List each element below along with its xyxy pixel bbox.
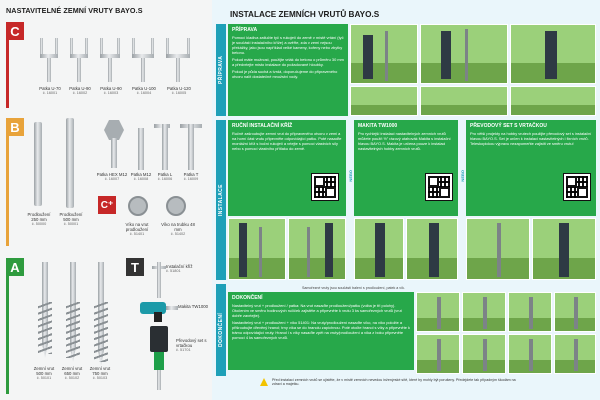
cap-tube-icon <box>166 196 186 216</box>
product-title: NASTAVITELNÉ ZEMNÍ VRUTY BAYO.S <box>6 6 143 15</box>
finish-photo <box>508 334 552 374</box>
method-gear-set-box: PŘEVODOVÝ SET S VRTAČKOU Pro větší proje… <box>466 120 596 216</box>
nebo-label: NEBO <box>348 170 353 182</box>
installation-cross-icon <box>152 262 166 298</box>
prep-photo-5 <box>420 86 508 116</box>
section-b-badge: B <box>6 118 24 136</box>
section-b-strip <box>6 136 9 246</box>
install-photo <box>466 218 530 280</box>
prep-photo-6 <box>510 86 596 116</box>
install-photo <box>354 218 404 280</box>
u90b-bracket-icon <box>100 38 120 82</box>
u70-bracket-icon <box>40 38 58 82</box>
method-makita-box: MAKITA TW1000 Pro rychlejší instalaci na… <box>354 120 458 216</box>
finish-photo <box>462 334 506 374</box>
prep-photo-3 <box>510 24 596 84</box>
section-c-strip <box>6 40 9 108</box>
side-label-prep: PŘÍPRAVA <box>216 24 226 116</box>
install-photo <box>288 218 346 280</box>
finish-note: Samořezné vruty jsou součástí balení s p… <box>302 286 405 290</box>
cap-extension-icon <box>128 196 148 216</box>
t-foot-icon <box>180 124 204 170</box>
l-foot-icon <box>154 124 176 170</box>
m12-foot-icon <box>132 128 150 170</box>
qr-code-icon[interactable] <box>563 173 591 201</box>
qr-code-icon[interactable] <box>425 173 453 201</box>
finish-photo <box>508 292 552 332</box>
method-manual-box: RUČNÍ INSTALAČNÍ KŘÍŽ Ručně zašroubujte … <box>228 120 346 216</box>
extension-250-icon <box>34 122 42 206</box>
finish-photo <box>416 292 460 332</box>
instruction-panel: INSTALACE ZEMNÍCH VRUTŮ BAYO.S PŘÍPRAVA … <box>212 0 600 400</box>
finish-photo <box>554 334 596 374</box>
install-photo <box>406 218 458 280</box>
nebo-label: NEBO <box>460 170 465 182</box>
ground-screw-650-icon <box>66 262 80 362</box>
u100-bracket-icon <box>132 38 154 82</box>
safety-footer: Před instalací zemních vrutů se ujistěte… <box>272 378 516 387</box>
product-panel: NASTAVITELNÉ ZEMNÍ VRUTY BAYO.S C <box>0 0 212 400</box>
finish-photo <box>462 292 506 332</box>
section-a-badge: A <box>6 258 24 276</box>
makita-drill-icon <box>140 300 180 322</box>
prep-photo-4 <box>350 86 418 116</box>
section-cplus-badge: C⁺ <box>98 196 116 214</box>
finish-photo <box>416 334 460 374</box>
gear-set-drill-icon <box>148 326 172 390</box>
side-label-finish: DOKONČENÍ <box>216 284 226 376</box>
prep-photo-1 <box>350 24 418 84</box>
prep-box: PŘÍPRAVA Pomocí kladiva zatlučte tyč s r… <box>228 24 348 116</box>
instruction-title: INSTALACE ZEMNÍCH VRUTŮ BAYO.S <box>230 10 380 19</box>
prep-photo-2 <box>420 24 508 84</box>
section-c-badge: C <box>6 22 24 40</box>
ground-screw-500-icon <box>38 262 52 358</box>
ground-screw-750-icon <box>94 262 108 366</box>
section-t-badge: T <box>126 258 144 276</box>
install-photo <box>532 218 596 280</box>
qr-code-icon[interactable] <box>311 173 339 201</box>
t-item-caption: Makita TW1000 <box>178 304 209 309</box>
hex-m12-foot-icon <box>100 120 130 170</box>
extension-500-icon <box>66 118 74 208</box>
section-a-strip <box>6 276 9 394</box>
finish-photo <box>554 292 596 332</box>
u120-bracket-icon <box>166 38 190 82</box>
u90-bracket-icon <box>70 38 88 82</box>
warning-icon <box>260 378 268 386</box>
side-label-install: INSTALACE <box>216 120 226 280</box>
install-photo <box>228 218 286 280</box>
finish-box: DOKONČENÍ Nastavitelný vrut + prodloužen… <box>228 292 414 370</box>
